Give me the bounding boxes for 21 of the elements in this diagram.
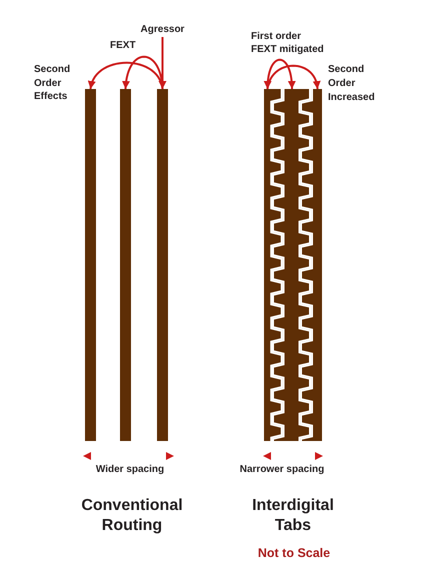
annotation-label: FEXT (110, 39, 137, 52)
trace-bar (85, 89, 96, 441)
tabbed-trace (302, 89, 322, 441)
curved-arrow (122, 56, 164, 90)
tabbed-trace (264, 89, 281, 441)
spacing-label: Wider spacing (94, 463, 166, 476)
tabbed-trace (274, 89, 310, 441)
annotation-label: Agressor (140, 23, 186, 37)
annotation-label: Second Order Effects (34, 63, 72, 104)
section-title: Interdigital Tabs (251, 496, 335, 536)
curved-arrow (266, 64, 321, 90)
annotation-label: First order FEXT mitigated (251, 30, 325, 56)
section-title: Conventional Routing (80, 496, 184, 536)
trace-bar (120, 89, 131, 441)
arrow (158, 37, 166, 89)
curved-arrow (88, 62, 164, 90)
annotation-label: Second Order Increased (328, 63, 376, 105)
trace-bar (157, 89, 168, 441)
spacing-label: Narrower spacing (238, 463, 326, 476)
note-text: Not to Scale (256, 545, 332, 561)
curved-arrow (264, 58, 296, 90)
